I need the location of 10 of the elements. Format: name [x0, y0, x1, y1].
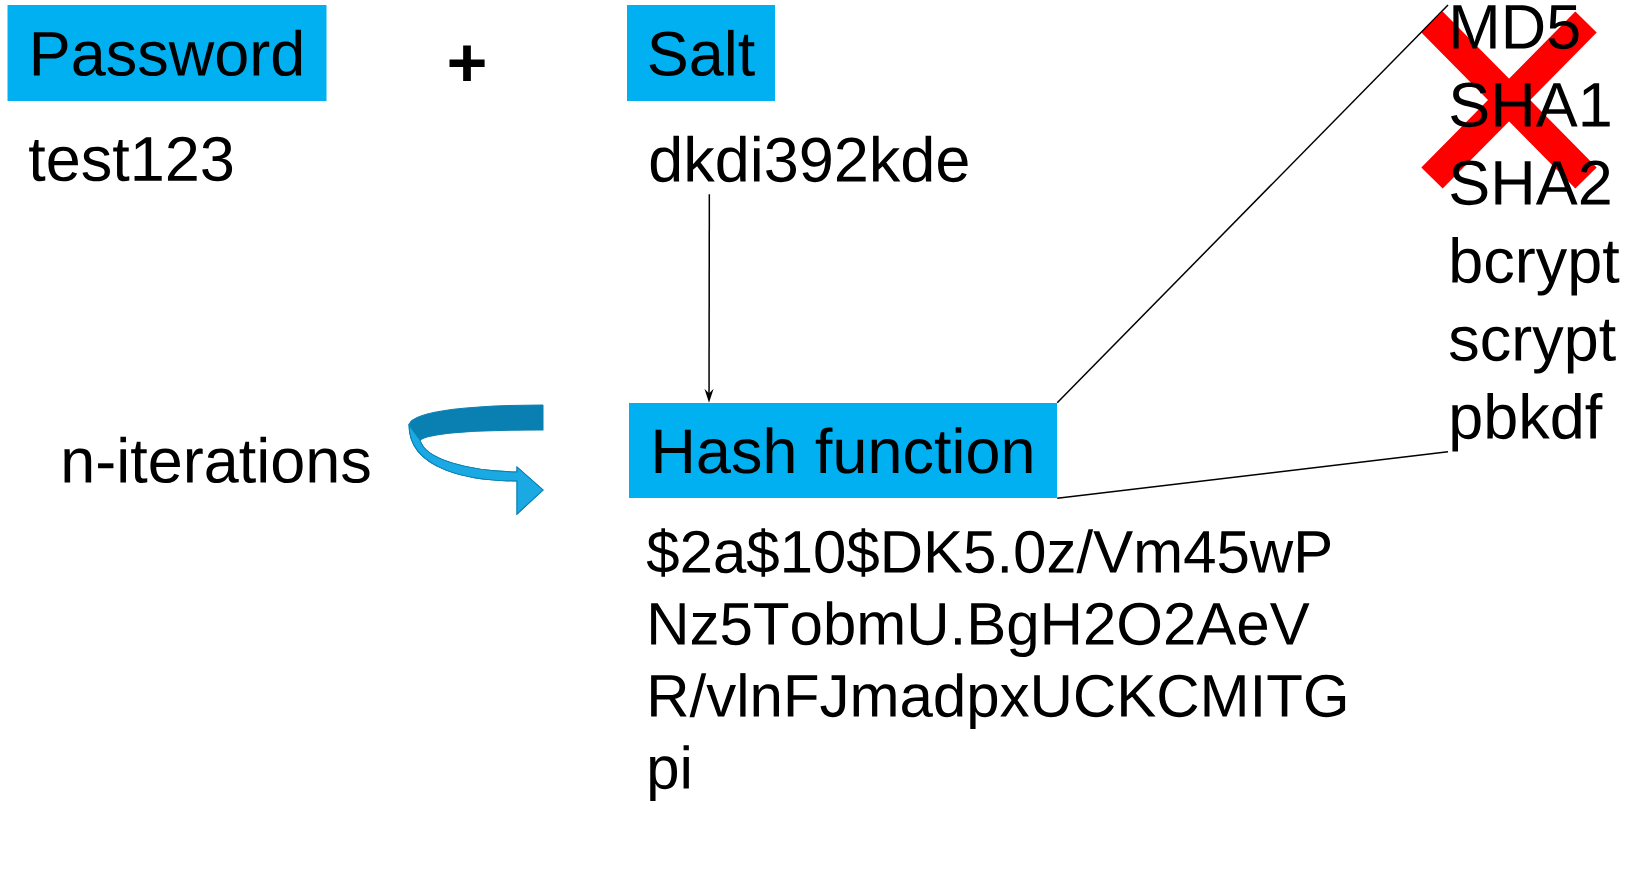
- connector-line: [1056, 4, 1449, 404]
- value-text: test123: [29, 136, 233, 182]
- label-text: n-iterations: [64, 436, 370, 484]
- value-text: dkdi392kde: [650, 135, 968, 183]
- label-box: Hash function: [629, 403, 1057, 498]
- connector-line: [1056, 451, 1449, 499]
- label-box: Password: [7, 5, 327, 101]
- label-box: Salt: [627, 5, 775, 101]
- plus-sign: +: [449, 45, 485, 81]
- hash-output-text: $2a$10$DK5.0z/Vm45wPNz5TobmU.BgH2O2AeVR/vlnFJmadpxUCKCMITGpi: [646, 528, 1346, 802]
